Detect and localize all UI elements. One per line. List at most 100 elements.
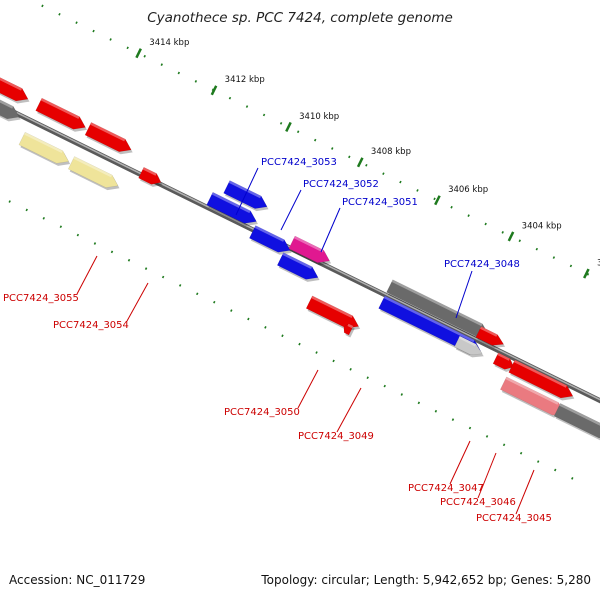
- major-tick: [285, 121, 292, 132]
- inner-tick-dot: [76, 233, 80, 237]
- gene-PCC7424_3051[interactable]: [276, 252, 319, 280]
- gene-left-red-2-highlight: [40, 98, 80, 119]
- callout-line: [126, 282, 149, 322]
- outer-tick-dot: [126, 46, 129, 50]
- gene-PCC7424_3052[interactable]: [249, 225, 291, 253]
- tick-label: 3414 kbp: [149, 38, 189, 48]
- gene-right-gray-highlight: [559, 403, 600, 426]
- outer-tick-dot: [348, 155, 351, 159]
- inner-tick-dot: [213, 300, 216, 304]
- inner-tick-dot: [8, 200, 11, 203]
- gene-left-red-small[interactable]: [138, 166, 162, 185]
- tick-label: 3410 kbp: [299, 112, 339, 122]
- outer-tick-dot: [569, 264, 573, 268]
- inner-tick-dot: [349, 367, 352, 371]
- gene-PCC7424_3053-highlight: [228, 180, 262, 199]
- outer-tick-dot: [467, 214, 470, 217]
- major-tick: [507, 231, 515, 242]
- gene-right-gray[interactable]: [553, 403, 600, 439]
- callout-line: [477, 452, 497, 499]
- callout-line: [515, 469, 535, 515]
- gene-label-PCC7424_3049: PCC7424_3049: [298, 431, 374, 442]
- gene-label-PCC7424_3046: PCC7424_3046: [440, 497, 516, 508]
- inner-tick-dot: [42, 216, 45, 220]
- inner-tick-dot: [298, 342, 301, 346]
- outer-tick-dot: [41, 4, 44, 8]
- gene-left-red-2[interactable]: [35, 97, 86, 130]
- gene-label-PCC7424_3054: PCC7424_3054: [53, 320, 129, 331]
- inner-tick-dot: [281, 334, 284, 338]
- gene-PCC7424_3054-highlight: [73, 156, 113, 178]
- outer-tick-dot: [143, 54, 146, 58]
- callout-line: [280, 189, 302, 231]
- inner-tick-dot: [59, 225, 63, 229]
- tick-label: 3406 kbp: [448, 185, 488, 195]
- gene-PCC7424_3050[interactable]: [305, 295, 359, 329]
- gene-left-gray-highlight: [0, 99, 14, 109]
- outer-tick-dot: [228, 96, 232, 100]
- gene-label-PCC7424_3047: PCC7424_3047: [408, 483, 484, 494]
- outer-tick-dot: [433, 197, 436, 201]
- tick-label: 3412 kbp: [225, 75, 265, 85]
- inner-tick-dot: [178, 284, 182, 287]
- gene-gray-large-highlight: [391, 279, 483, 327]
- gene-label-PCC7424_3048: PCC7424_3048: [444, 259, 520, 270]
- inner-tick-dot: [366, 376, 369, 380]
- callout-line: [336, 387, 362, 433]
- inner-tick-dot: [571, 477, 574, 480]
- inner-tick-dot: [383, 384, 386, 388]
- inner-tick-dot: [332, 359, 335, 363]
- map-title: Cyanothece sp. PCC 7424, complete genome: [147, 10, 453, 26]
- gene-blue-pair[interactable]: [206, 191, 257, 224]
- gene-left-red-3[interactable]: [84, 122, 132, 152]
- outer-tick-dot: [586, 272, 590, 276]
- gene-right-red-small[interactable]: [475, 326, 505, 346]
- outer-tick-dot: [296, 130, 300, 134]
- outer-tick-dot: [416, 189, 419, 192]
- inner-tick-dot: [502, 443, 506, 447]
- gene-PCC7424_3055[interactable]: [18, 131, 70, 164]
- outer-tick-dot: [484, 222, 487, 226]
- tick-label: 3402 kbp: [597, 258, 600, 268]
- inner-tick-dot: [161, 275, 165, 279]
- inner-tick-dot: [315, 351, 318, 354]
- gene-right-red-long-highlight: [513, 359, 567, 388]
- gene-left-red-1[interactable]: [0, 72, 29, 102]
- callout-line: [320, 207, 341, 253]
- outer-tick-dot: [535, 247, 539, 251]
- outer-tick-dot: [399, 180, 402, 184]
- gene-label-PCC7424_3050: PCC7424_3050: [224, 407, 300, 418]
- gene-right-red-small-highlight: [480, 326, 498, 337]
- outer-tick-dot: [382, 172, 385, 176]
- gene-right-red-long[interactable]: [508, 359, 574, 399]
- gene-left-red-1-highlight: [0, 77, 23, 91]
- gene-blue-pair-highlight: [211, 192, 251, 214]
- gene-PCC7424_3054[interactable]: [67, 156, 119, 188]
- gene-label-PCC7424_3052: PCC7424_3052: [303, 179, 379, 190]
- outer-tick-dot: [552, 256, 556, 259]
- outer-tick-dot: [331, 147, 334, 150]
- gene-left-gray[interactable]: [0, 90, 20, 120]
- gene-PCC7424_3049[interactable]: [343, 323, 354, 336]
- gene-PCC7424_3050-highlight: [311, 295, 353, 318]
- outer-tick-dot: [518, 239, 521, 243]
- inner-tick-dot: [519, 451, 523, 455]
- topology-summary: Topology: circular; Length: 5,942,652 bp…: [261, 573, 591, 587]
- outer-tick-dot: [450, 205, 453, 209]
- gene-PCC7424_3047-highlight: [458, 336, 477, 347]
- inner-tick-dot: [400, 393, 403, 396]
- gene-label-PCC7424_3055: PCC7424_3055: [3, 293, 79, 304]
- gene-magenta[interactable]: [288, 235, 330, 263]
- callout-line: [235, 167, 259, 216]
- outer-tick-dot: [109, 38, 112, 41]
- inner-tick-dot: [554, 468, 557, 472]
- gene-PCC7424_3047[interactable]: [454, 335, 483, 356]
- major-tick: [583, 268, 590, 279]
- outer-tick-dot: [58, 12, 61, 16]
- inner-tick-dot: [127, 258, 131, 262]
- inner-tick-dot: [417, 401, 421, 405]
- outer-tick-dot: [262, 113, 266, 117]
- gene-PCC7424_3046[interactable]: [492, 352, 514, 370]
- gene-left-red-small-highlight: [142, 167, 157, 176]
